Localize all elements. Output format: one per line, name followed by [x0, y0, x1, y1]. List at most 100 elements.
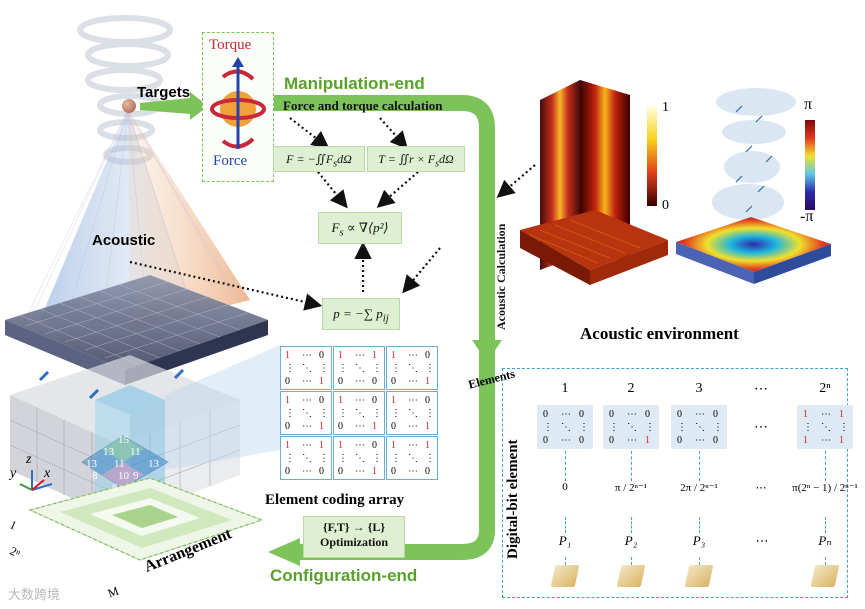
element-index: 1	[561, 381, 569, 396]
acoustic-environment-label: Acoustic environment	[580, 324, 739, 343]
force-equation: F = −∬FsdΩ	[286, 152, 352, 170]
matrix-glyph: ⋯	[408, 350, 418, 361]
matrix-glyph: 0	[372, 440, 377, 451]
pressure-equation: p = −∑ pij	[333, 306, 389, 325]
matrix-glyph: 1	[338, 350, 343, 361]
element-matrix-glyph: 1	[803, 409, 808, 420]
matrix-glyph: ⋱	[355, 408, 365, 419]
acoustic-label: Acoustic	[92, 232, 156, 249]
element-index: ⋯	[754, 382, 768, 397]
element-3d-block	[684, 565, 714, 587]
matrix-glyph: 1	[391, 350, 396, 361]
element-matrix-glyph: ⋯	[561, 435, 571, 446]
torque-equation: T = ∬r × FsdΩ	[378, 152, 454, 170]
element-dash-line	[565, 517, 566, 533]
matrix-glyph: ⋯	[302, 466, 312, 477]
matrix-glyph: 0	[391, 421, 396, 432]
phase-field	[676, 72, 836, 287]
matrix-glyph: 1	[391, 395, 396, 406]
matrix-glyph: 1	[285, 395, 290, 406]
cube-number: 11	[130, 446, 141, 458]
matrix-glyph: ⋮	[319, 453, 329, 464]
phase-colorbar	[805, 120, 815, 210]
element-matrix-glyph: 0	[645, 409, 650, 420]
matrix-glyph: ⋮	[285, 453, 295, 464]
matrix-glyph: 1	[372, 421, 377, 432]
axis-label-x: x	[44, 466, 51, 481]
element-matrix: 0⋯0⋮⋱⋮0⋯0	[671, 405, 727, 449]
matrix-glyph: 1	[285, 440, 290, 451]
element-phase: 2π / 2ⁿ⁻¹	[680, 482, 718, 494]
element-dash-line	[631, 517, 632, 533]
element-index: 3	[695, 381, 703, 396]
element-dash-line	[825, 557, 826, 565]
matrix-glyph: ⋯	[408, 440, 418, 451]
cube-number: 13	[148, 458, 159, 470]
matrix-glyph: ⋱	[355, 363, 365, 374]
matrix-glyph: ⋯	[355, 421, 365, 432]
phase-max-label: π	[804, 96, 813, 113]
element-matrix-glyph: ⋱	[561, 422, 571, 433]
matrix-glyph: ⋱	[302, 453, 312, 464]
matrix-glyph: 1	[372, 466, 377, 477]
manipulation-end-label: Manipulation-end	[284, 74, 425, 93]
matrix-glyph: ⋮	[425, 408, 435, 419]
element-phase: π / 2ⁿ⁻¹	[614, 482, 648, 494]
matrix-glyph: 1	[319, 440, 324, 451]
matrix-glyph: ⋯	[408, 421, 418, 432]
element-matrix-glyph: 0	[543, 409, 548, 420]
matrix-glyph: ⋯	[302, 440, 312, 451]
cube-number: 11	[114, 458, 125, 470]
watermark-text: 大数跨境	[8, 588, 61, 603]
cube-number: 8	[92, 470, 98, 482]
element-matrix: 1⋯1⋮⋱⋮1⋯1	[797, 405, 853, 449]
cube-number: 13	[86, 458, 97, 470]
matrix-glyph: 1	[425, 421, 430, 432]
matrix-glyph: 0	[425, 466, 430, 477]
amplitude-max-label: 1	[662, 100, 669, 115]
matrix-glyph: 0	[391, 376, 396, 387]
matrix-glyph: ⋯	[355, 350, 365, 361]
amplitude-colorbar	[647, 106, 657, 206]
matrix-glyph: ⋯	[355, 376, 365, 387]
element-3d-block	[810, 565, 840, 587]
matrix-glyph: 1	[319, 376, 324, 387]
matrix-block: 1⋯0⋮⋱⋮0⋯1	[333, 436, 385, 480]
pressure-equation-box: p = −∑ pij	[322, 298, 400, 330]
radiation-equation: Fs ∝ ∇⟨p²⟩	[331, 220, 389, 239]
element-matrix-glyph: ⋮	[645, 422, 655, 433]
element-matrix-glyph: ⋮	[609, 422, 619, 433]
element-matrix: 0⋯0⋮⋱⋮0⋯0	[537, 405, 593, 449]
target-sphere	[122, 99, 136, 113]
amplitude-field	[520, 70, 670, 285]
matrix-glyph: ⋯	[408, 466, 418, 477]
matrix-glyph: ⋱	[408, 453, 418, 464]
matrix-glyph: ⋮	[319, 363, 329, 374]
element-dash-line	[631, 451, 632, 481]
optimization-box: {F,T} → {L} Optimization	[303, 516, 405, 558]
matrix-glyph: ⋮	[338, 363, 348, 374]
matrix-block: 1⋯0⋮⋱⋮0⋯1	[386, 391, 438, 435]
element-matrix-glyph: 0	[713, 435, 718, 446]
cube-number: 13	[103, 446, 114, 458]
matrix-glyph: 0	[338, 466, 343, 477]
force-torque-calc-label: Force and torque calculation	[283, 98, 443, 113]
acoustic-calculation-label: Acoustic Calculation	[494, 223, 508, 330]
matrix-glyph: ⋮	[338, 408, 348, 419]
element-p-label: P₃	[692, 533, 706, 548]
matrix-glyph: ⋯	[355, 466, 365, 477]
element-p-label: P₂	[624, 533, 638, 548]
matrix-glyph: 1	[425, 440, 430, 451]
element-matrix-glyph: ⋮	[543, 422, 553, 433]
cube-number: 15	[118, 434, 129, 446]
matrix-block: 1⋯1⋮⋱⋮0⋯0	[386, 436, 438, 480]
matrix-glyph: ⋮	[391, 453, 401, 464]
axis-label-y: y	[10, 466, 17, 481]
element-matrix-glyph: 1	[839, 409, 844, 420]
element-coding-array-label: Element coding array	[265, 492, 405, 508]
cube-number-layer: 15 13 11 13 11 8 10 6 9 13	[0, 0, 270, 609]
element-phase: π(2ⁿ − 1) / 2ⁿ⁻¹	[792, 482, 858, 494]
